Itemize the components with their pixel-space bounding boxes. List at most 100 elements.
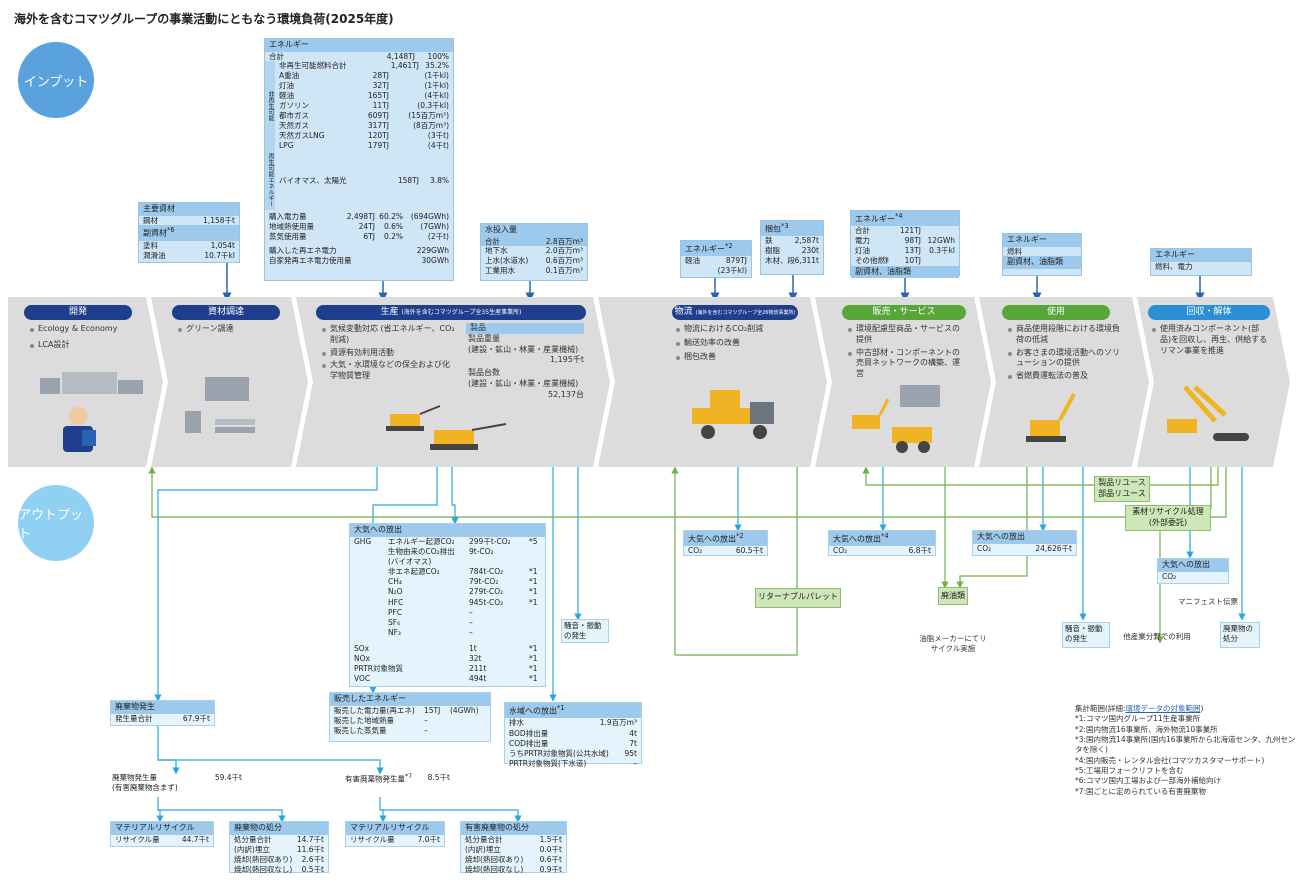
products-header: 製品 [466,323,584,334]
sold-energy-row: 販売した蒸気量– [334,726,428,736]
warehouse-illustration [185,377,255,433]
stage-pill-use[interactable]: 使用 [1002,305,1110,320]
scope-link[interactable]: 環境データの対象範囲 [1125,704,1201,713]
disposal-row: 焼却(熱回収なし)0.9千t [465,865,562,875]
stage-bullets-sales: 環境配慮型商品・サービスの提供 中古部材・コンポーネントの売買ネットワークの構築… [848,324,966,380]
stage-pill-recovery[interactable]: 回収・解体 [1148,305,1270,320]
sales-energy-header: エネルギー*4 [851,211,959,227]
disposal-2-header: 有害廃棄物の処分 [461,822,566,835]
materials-sub-header: 副資材*6 [139,225,239,241]
stage-pill-procurement[interactable]: 資材調達 [172,305,280,320]
other-industry-note: 他産業分野での利用 [1123,632,1191,641]
footnotes: 集計範囲(詳細:環境データの対象範囲) *1:コマツ国内グループ11生産事業所*… [1075,704,1300,797]
bullet-item: 気候変動対応 (省エネルギー、CO₂削減) [322,324,457,346]
reuse-parts: 部品リユース [1098,489,1146,498]
output-label: アウトプット [18,508,84,542]
disposal-row: 焼却(熱回収あり)2.6千t [234,855,324,865]
recovery-input-fuel: 燃料、電力 [1155,261,1193,271]
page-title: 海外を含むコマツグループの事業活動にともなう環境負荷(2025年度) [14,12,394,26]
footnote-item: *2:国内物流16事業所、海外物流10事業所 [1075,724,1218,734]
input-label: インプット [23,74,89,90]
products-box: 製品 製品重量 (建設・鉱山・林業・産業機械) 1,195千t 製品台数 (建設… [466,323,584,401]
recovery-machine-illustration [1167,385,1249,441]
stage-pill-production[interactable]: 生産 (海外を含むコマツグループ全35生産事業所) [316,305,586,320]
sales-energy-footer: 副資材、油脂類 [851,265,959,279]
sold-energy-row: 販売した地域熱量– [334,715,428,725]
ghg-row: NF₃– [388,627,473,637]
disposal-1-header: 廃棄物の処分 [230,822,328,835]
stage-bullets-logistics: 物流におけるCO₂削減 輸送効率の改善 梱包改善 [676,324,801,362]
stage-pill-development[interactable]: 開発 [24,305,132,320]
returnable-pallet-box: リターナブルパレット [755,588,841,608]
water-input-header: 水投入量 [481,224,587,237]
use-input-box: エネルギー 燃料 副資材、油脂類 [1002,233,1082,276]
recovery-air-row: CO₂ [1162,571,1177,581]
bullet-item: Ecology & Economy [30,324,135,335]
material-recycle-title: 素材リサイクル処理 [1132,507,1204,516]
stage-pill-sales[interactable]: 販売・サービス [842,305,966,320]
footnote-item: *4:国内販売・レンタル会社(コマツカスタマーサポート) [1075,755,1265,765]
excavator-illustration [386,405,507,450]
bullet-item: 梱包改善 [676,352,801,363]
packaging-header: 梱包*3 [761,221,823,237]
footnote-item: *3:国内物流14事業所(国内16事業所から北海道センタ、九州センタを除く) [1075,735,1296,755]
bullet-item: 商品使用段階における環境負荷の低減 [1008,324,1120,346]
disposal-row: 焼却(熱回収あり)0.6千t [465,855,562,865]
ghg-label: GHG [354,536,372,546]
oil-recycle-note: 油脂メーカーにてリサイクル実施 [919,634,987,654]
material-recycle-sub: (外部委託) [1148,518,1188,527]
energy-header: エネルギー [265,39,453,52]
use-input-fuel: 燃料 [1007,246,1022,256]
dump-truck-illustration [692,390,774,439]
packaging-row: 木材、段ボール6,311t [765,255,819,265]
manifest-note: マニフェスト伝票 [1178,597,1238,606]
footnote-item: *7:国ごとに定められている有害廃棄物 [1075,786,1206,796]
scope-line: 集計範囲(詳細:環境データの対象範囲) [1075,704,1204,713]
reuse-product: 製品リユース [1098,478,1146,487]
use-input-header: エネルギー [1003,234,1081,247]
stage-pill-logistics[interactable]: 物流 (海外を含むコマツグループ全26物流事業所) [672,305,798,320]
materials-main-header: 主要資材 [139,203,239,216]
air-emissions-header: 大気への放出 [350,524,545,537]
noise-use-box: 騒音・振動の発生 [1062,622,1110,648]
footnote-item: *6:コマツ国内工場および一部海外補給向け [1075,776,1222,786]
recycle-1-header: マテリアルリサイクル [111,822,213,835]
bullet-item: 環境配慮型商品・サービスの提供 [848,324,966,346]
stage-bullets-development: Ecology & Economy LCA設計 [30,324,135,351]
sales-machines-illustration [852,385,940,453]
use-machine-illustration [1026,393,1076,442]
reuse-box: 製品リユース 部品リユース [1094,476,1150,502]
footnote-item: *1:コマツ国内グループ11生産事業所 [1075,714,1201,724]
waste-oil-box: 廃油類 [938,587,968,605]
